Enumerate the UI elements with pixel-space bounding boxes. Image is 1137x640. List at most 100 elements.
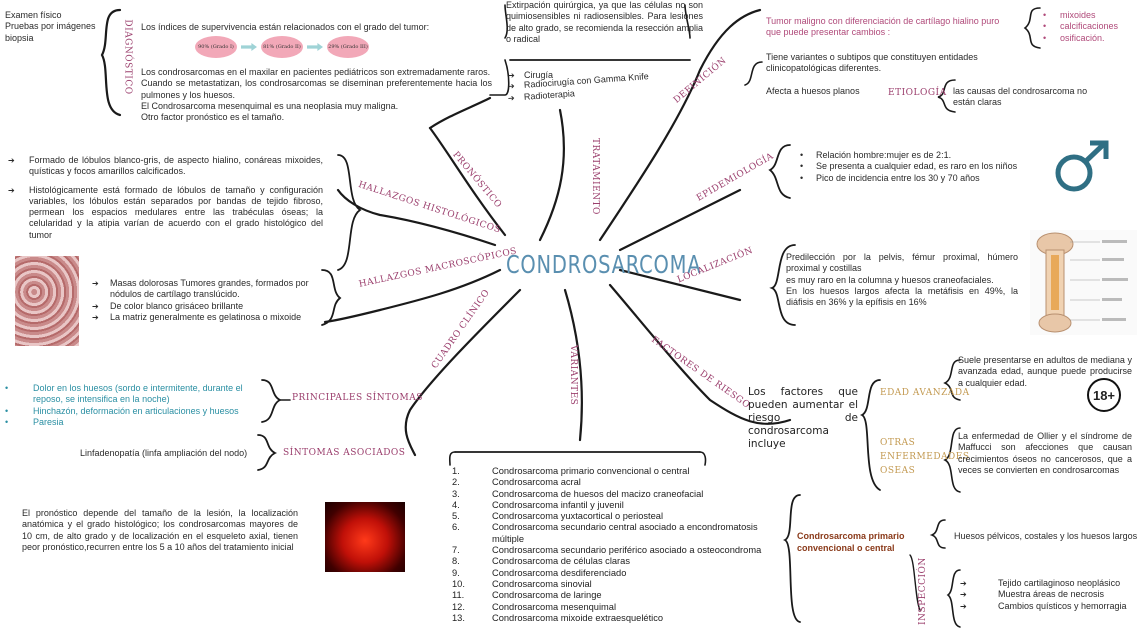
localizacion-line: es muy raro en la columna y huesos crane… (786, 274, 994, 285)
variant-item: 13. Condrosarcoma mixoide extraesquelétic… (452, 613, 782, 624)
variant-number: 5. (452, 511, 460, 522)
epidemiologia-item: Pico de incidencia entre los 30 y 70 año… (800, 173, 1040, 185)
localizacion-text: Predilección por la pelvis, fémur proxim… (786, 252, 1018, 308)
variant-text: Condrosarcoma desdiferenciado (492, 567, 627, 578)
sintoma-item: Paresia (5, 417, 265, 429)
tratamiento-item: Cirugía (508, 70, 678, 82)
edad-text: Suele presentarse en adultos de mediana … (958, 355, 1132, 388)
otras-line: OSEAS (880, 466, 916, 476)
epidemiologia-item: Se presenta a cualquier edad, es raro en… (800, 161, 1040, 173)
localizacion-line: Predilección por la pelvis, fémur proxim… (786, 252, 1018, 274)
age-badge-text: 18+ (1092, 387, 1116, 403)
definicion-variants: Tiene variantes o subtipos que constituy… (766, 52, 978, 74)
histologico-item: Histológicamente está formado de lóbulos… (8, 185, 323, 241)
variant-item: 3. Condrosarcoma de huesos del macizo cra… (452, 489, 782, 500)
variantes-list: 1.Condrosarcoma primario convencional o … (452, 466, 782, 624)
pronostico-line: El Condrosarcoma mesenquimal es una neop… (141, 100, 399, 111)
variant-text: Condrosarcoma mesenquimal (492, 601, 617, 612)
variant-text: Condrosarcoma de células claras (492, 556, 630, 567)
pronostico-text: Los condrosarcomas en el maxilar en paci… (141, 67, 492, 123)
variant-number: 4. (452, 499, 460, 510)
inspeccion-item: Tejido cartilaginoso neoplásico (960, 578, 1137, 590)
xray-photo (325, 502, 405, 572)
branch-diagnostico: DIAGNÓSTICO (122, 19, 133, 95)
variant-item: 6. Condrosarcoma secundario central asoci… (452, 522, 782, 545)
variant-text: Condrosarcoma sinovial (492, 578, 592, 589)
variant-number: 12. (452, 601, 465, 612)
otras-text: La enfermedad de Ollier y el síndrome de… (958, 431, 1132, 475)
otras-line: OTRAS (880, 438, 916, 448)
change-item: osificación. (1060, 32, 1105, 43)
definicion-changes: mixoides calcificaciones osificación. (1060, 10, 1137, 44)
change-item: mixoides (1060, 10, 1096, 20)
variant-number: 8. (452, 556, 460, 567)
variant-item: 4. Condrosarcoma infantil y juvenil (452, 500, 782, 511)
branch-variantes: VARIANTES (568, 345, 578, 406)
pronostico-line: Otro factor pronóstico es el tamaño. (141, 112, 285, 123)
grade-2-badge: 81% (Grado II) (261, 36, 303, 58)
variant-item: 7.Condrosarcoma secundario periférico as… (452, 545, 782, 556)
sintoma-item: Dolor en los huesos (sordo e intermitent… (5, 383, 265, 406)
bone-diagram-image (1030, 230, 1137, 335)
variant-text: Condrosarcoma infantil y juvenil (492, 499, 624, 510)
variant-item: 8. Condrosarcoma de células claras (452, 556, 782, 567)
macroscopicos-list: Masas dolorosas Tumores grandes, formado… (92, 278, 322, 323)
variant-text: Condrosarcoma secundario central asociad… (492, 522, 758, 544)
changes-dots: ••• (1043, 10, 1047, 43)
male-symbol-icon (1055, 140, 1109, 192)
arrow-right-icon (307, 43, 323, 51)
epidemiologia-list: Relación hombre:mujer es de 2:1. Se pres… (800, 150, 1040, 184)
factores-intro: Los factores que pueden aumentar el ries… (748, 386, 858, 450)
variant-item: 9. Condrosarcoma desdiferenciado (452, 568, 782, 579)
age-18-plus-icon: 18+ (1087, 378, 1121, 412)
variant-number: 13. (452, 612, 465, 623)
change-item: calcificaciones (1060, 21, 1119, 32)
diagnostico-item: biopsia (5, 32, 34, 43)
sintomas-list: Dolor en los huesos (sordo e intermitent… (5, 383, 265, 428)
pronostico-intro: Los índices de supervivencia están relac… (141, 22, 430, 32)
variant-item: 5. Condrosarcoma yuxtacortical o perioste… (452, 511, 782, 522)
survival-grades: 90% (Grado I) 81% (Grado II) 29% (Grado … (195, 36, 369, 58)
pronostico-line: Los condrosarcomas en el maxilar en paci… (141, 67, 491, 77)
inspeccion-item: Muestra áreas de necrosis (960, 589, 1137, 601)
definicion-main: Tumor maligno con diferenciación de cart… (766, 16, 1000, 38)
tratamiento-text: Extirpación quirúrgica, ya que las célul… (506, 0, 703, 44)
variant-number: 1. (452, 466, 460, 476)
pronostico-bottom: El pronóstico depende del tamaño de la l… (22, 508, 298, 552)
grade-1-badge: 90% (Grado I) (195, 36, 237, 58)
asociados-text: Linfadenopatía (linfa ampliación del nod… (80, 448, 248, 458)
variant-text: Condrosarcoma secundario periférico asoc… (492, 545, 762, 556)
grade-3-badge: 29% (Grado III) (327, 36, 369, 58)
variant-number: 3. (452, 488, 460, 499)
sintoma-item: Hinchazón, deformación en articulaciones… (5, 406, 265, 418)
variant-number: 6. (452, 522, 460, 533)
variant-item: 1.Condrosarcoma primario convencional o … (452, 466, 782, 477)
variant-text: Condrosarcoma yuxtacortical o periosteal (492, 511, 664, 522)
inspeccion-list: Tejido cartilaginoso neoplásico Muestra … (960, 578, 1137, 612)
histologico-item: Formado de lóbulos blanco-gris, de aspec… (8, 155, 323, 178)
branch-otras: OTRAS ENFERMEDADES OSEAS (880, 436, 970, 478)
diagnostico-item: Pruebas por imágenes (5, 21, 96, 32)
branch-tratamiento: TRATAMIENTO (590, 138, 600, 215)
variant-number: 9. (452, 567, 460, 578)
inspeccion-item: Cambios quísticos y hemorragia (960, 601, 1137, 613)
branch-etiologia: ETIOLOGÍA (888, 88, 947, 98)
histology-photo (15, 256, 79, 346)
variant-text: Condrosarcoma de huesos del macizo crane… (492, 488, 704, 499)
variant-item: 10. Condrosarcoma sinovial (452, 579, 782, 590)
macroscopico-item: De color blanco grisáceo brillante (92, 301, 322, 313)
pronostico-line: Cuando se metastatizan, los condrosarcom… (141, 78, 492, 100)
variant-number: 10. (452, 578, 465, 589)
variant-item: 11.Condrosarcoma de laringe (452, 590, 782, 601)
branch-inspeccion: INSPECCIÓN (918, 557, 928, 625)
variant-text: Condrosarcoma de laringe (492, 590, 602, 601)
otras-line: ENFERMEDADES (880, 452, 970, 462)
definicion-affects: Afecta a huesos planos (766, 86, 860, 96)
variant-number: 2. (452, 477, 460, 488)
branch-asociados: SÍNTOMAS ASOCIADOS (283, 448, 406, 458)
arrow-right-icon (241, 43, 257, 51)
variant-text: Condrosarcoma acral (492, 477, 581, 488)
variant-text: Condrosarcoma mixoide extraesquelético (492, 612, 664, 623)
variant-item: 12. Condrosarcoma mesenquimal (452, 602, 782, 613)
